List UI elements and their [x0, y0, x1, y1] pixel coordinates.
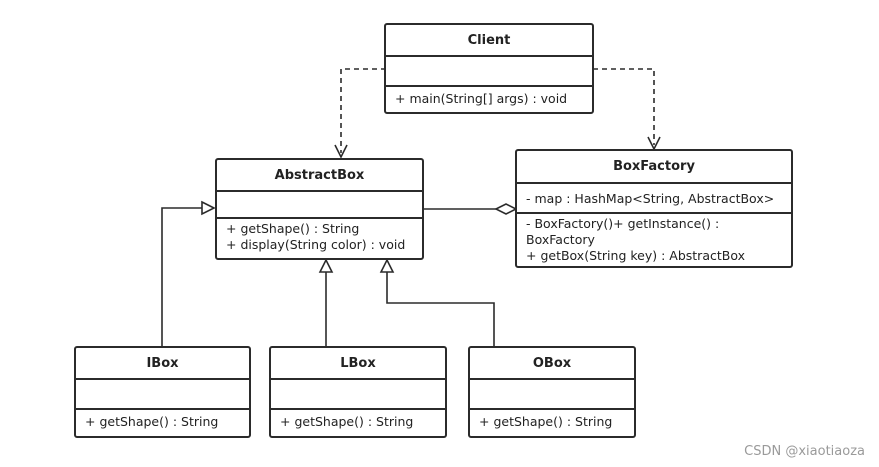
operation: - BoxFactory()+ getInstance() :: [526, 216, 720, 231]
class-client-operations: + main(String[] args) : void: [386, 87, 592, 107]
class-lbox-attributes: [271, 380, 445, 410]
class-abstractbox-attributes: [217, 192, 422, 219]
client-boxfactory-dependency: [593, 68, 655, 145]
class-lbox: LBox + getShape() : String: [269, 346, 447, 438]
class-obox-name: OBox: [470, 348, 634, 380]
operation: + getBox(String key) : AbstractBox: [526, 248, 745, 263]
class-boxfactory: BoxFactory - map : HashMap<String, Abstr…: [515, 149, 793, 268]
class-abstractbox: AbstractBox + getShape() : String + disp…: [215, 158, 424, 260]
obox-generalization-arrowhead: [379, 258, 395, 273]
class-lbox-name: LBox: [271, 348, 445, 380]
operation: + getShape() : String: [226, 221, 360, 236]
operation: BoxFactory: [526, 232, 595, 247]
obox-generalization: [386, 272, 495, 347]
class-abstractbox-name: AbstractBox: [217, 160, 422, 192]
class-client-attributes: [386, 57, 592, 87]
operation: + display(String color) : void: [226, 237, 406, 252]
class-obox-operations: + getShape() : String: [470, 410, 634, 430]
class-abstractbox-operations: + getShape() : String + display(String c…: [217, 219, 422, 253]
class-client-name: Client: [386, 25, 592, 57]
operation: + getShape() : String: [479, 414, 613, 429]
operation: + getShape() : String: [280, 414, 414, 429]
class-lbox-operations: + getShape() : String: [271, 410, 445, 430]
lbox-generalization-arrowhead: [318, 258, 334, 273]
class-obox: OBox + getShape() : String: [468, 346, 636, 438]
client-abstractbox-dependency: [340, 68, 386, 153]
class-obox-attributes: [470, 380, 634, 410]
aggregation-diamond: [494, 203, 518, 215]
attribute: - map : HashMap<String, AbstractBox>: [526, 191, 775, 206]
class-client: Client + main(String[] args) : void: [384, 23, 594, 114]
class-boxfactory-attributes: - map : HashMap<String, AbstractBox>: [517, 184, 791, 214]
operation: + getShape() : String: [85, 414, 219, 429]
class-boxfactory-operations: - BoxFactory()+ getInstance() : BoxFacto…: [517, 214, 791, 264]
ibox-generalization: [161, 207, 202, 347]
class-ibox-operations: + getShape() : String: [76, 410, 249, 430]
ibox-generalization-arrowhead: [201, 200, 216, 216]
class-ibox-name: IBox: [76, 348, 249, 380]
client-abstractbox-dependency-arrowhead: [334, 144, 348, 159]
class-ibox: IBox + getShape() : String: [74, 346, 251, 438]
operation: + main(String[] args) : void: [395, 91, 568, 106]
watermark: CSDN @xiaotiaoza: [744, 444, 865, 459]
class-ibox-attributes: [76, 380, 249, 410]
class-boxfactory-name: BoxFactory: [517, 151, 791, 184]
